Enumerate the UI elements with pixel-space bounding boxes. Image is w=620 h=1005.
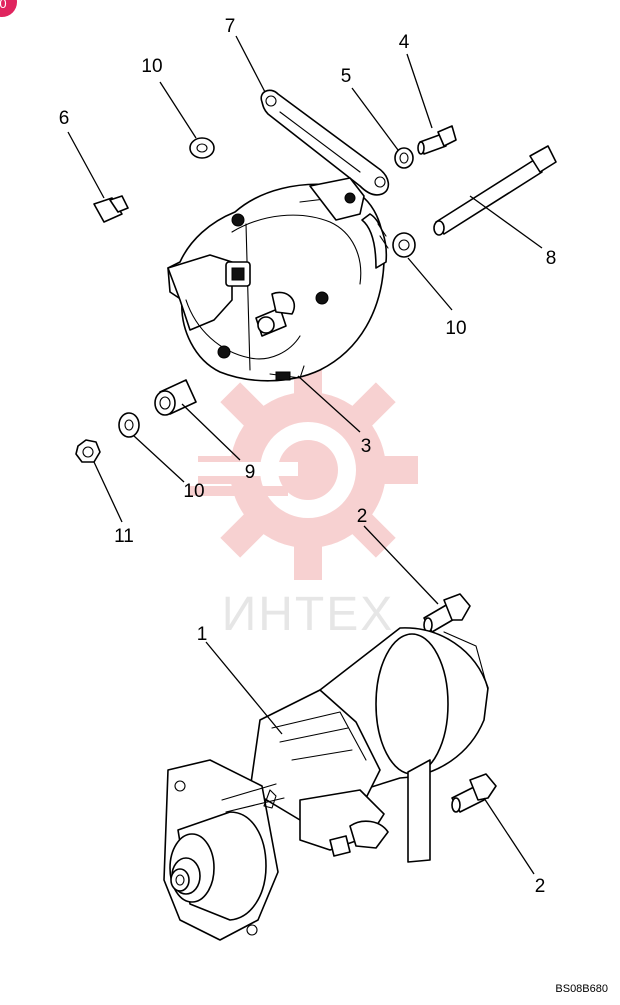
bolt-part-4 xyxy=(417,125,457,155)
callout-labels: 7 4 10 5 6 8 10 3 9 10 11 2 1 2 xyxy=(59,16,557,897)
callout-2b: 2 xyxy=(535,876,546,897)
callout-10b: 10 xyxy=(445,318,466,339)
watermark-logo: ИНТЕХ xyxy=(188,360,418,641)
callout-1: 1 xyxy=(197,624,208,645)
washer-part-5 xyxy=(394,147,414,169)
washer-part-10b xyxy=(392,232,416,258)
callout-9: 9 xyxy=(245,462,256,483)
bolt-part-6 xyxy=(93,195,129,223)
badge-text: 0 xyxy=(0,0,7,11)
bushing-part-9 xyxy=(154,379,197,416)
nut-part-11 xyxy=(75,439,101,463)
callout-5: 5 xyxy=(341,66,352,87)
drawing-code: BS08B680 xyxy=(555,983,608,995)
watermark-text: ИНТЕХ xyxy=(222,588,395,641)
callout-6: 6 xyxy=(59,108,70,129)
bolt-part-2b xyxy=(451,773,497,813)
alternator-part-3 xyxy=(167,177,389,382)
callout-10c: 10 xyxy=(183,481,204,502)
bolt-part-2a xyxy=(423,593,471,633)
long-bolt-part-8 xyxy=(433,145,557,236)
callout-11: 11 xyxy=(114,526,134,547)
callout-2a: 2 xyxy=(357,506,368,527)
bracket-part-7 xyxy=(260,89,390,196)
corner-badge: 0 xyxy=(0,0,17,17)
washer-part-10c xyxy=(118,412,140,438)
leader-lines xyxy=(67,35,543,875)
callout-7: 7 xyxy=(225,16,236,37)
callout-3: 3 xyxy=(361,436,372,457)
callout-8: 8 xyxy=(546,248,557,269)
callout-4: 4 xyxy=(399,32,410,53)
washer-part-10a xyxy=(189,137,215,159)
callout-10a: 10 xyxy=(141,56,162,77)
starter-motor-part-1 xyxy=(163,627,489,941)
